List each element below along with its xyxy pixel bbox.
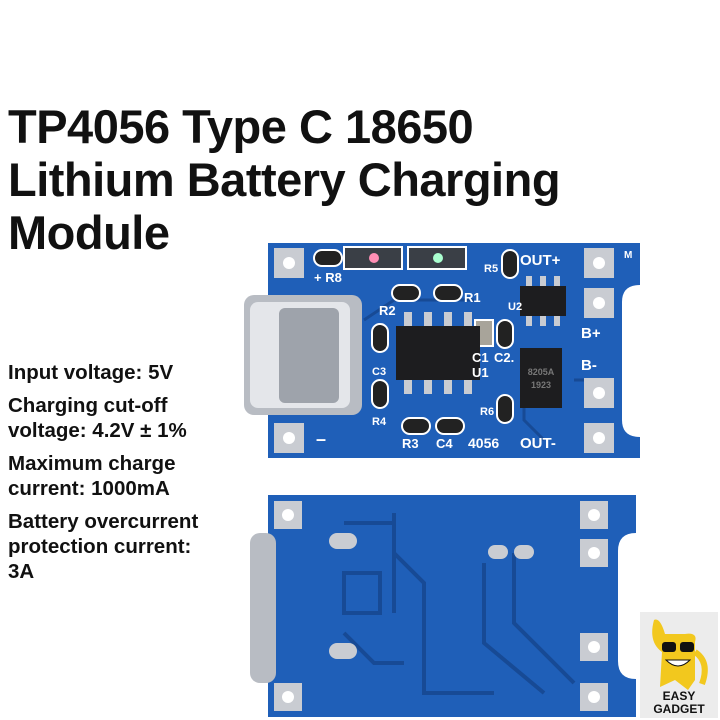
label-r4: R4 [372, 416, 387, 428]
label-b-minus: B- [581, 357, 597, 374]
label-c4: C4 [436, 436, 453, 451]
label-r2: R2 [379, 303, 396, 318]
label-c3: C3 [372, 366, 386, 378]
spec-input-voltage: Input voltage: 5V [8, 361, 174, 384]
chip-marking-2: 1923 [531, 380, 551, 390]
label-c1: C1 [472, 350, 489, 365]
tp4056-chip [396, 312, 480, 394]
title-line-2: Lithium Battery Charging [8, 153, 561, 206]
label-minus: – [316, 429, 326, 449]
label-r5: R5 [484, 263, 498, 275]
title-line-3: Module [8, 206, 170, 259]
label-model-4056: 4056 [468, 435, 499, 451]
chip-marking-1: 8205A [528, 367, 555, 377]
label-r6: R6 [480, 406, 494, 418]
led-indicators [343, 246, 467, 270]
label-out-minus: OUT- [520, 435, 556, 452]
u2-chip [520, 276, 566, 326]
pcb-front-image: 8205A 1923 + R8 R5 OUT+ R1 R2 U2 B+ C3 C… [244, 243, 640, 458]
product-title: TP4056 Type C 18650 Lithium Battery Char… [8, 100, 561, 259]
label-b-plus: B+ [581, 325, 601, 342]
spec-list: Input voltage: 5V Charging cut-off volta… [8, 360, 198, 592]
label-r1: R1 [464, 290, 481, 305]
label-u2: U2 [508, 301, 522, 313]
spec-protection-current: Battery overcurrent protection current: … [8, 510, 199, 583]
logo-text: EASY GADGET [653, 689, 705, 716]
usb-c-connector [244, 295, 362, 415]
spec-cutoff-voltage: Charging cut-off voltage: 4.2V ± 1% [8, 394, 187, 442]
title-line-1: TP4056 Type C 18650 [8, 100, 474, 153]
label-out-plus: OUT+ [520, 252, 561, 269]
label-c2: C2. [494, 350, 514, 365]
spec-charge-current: Maximum charge current: 1000mA [8, 452, 176, 500]
label-r8: + R8 [314, 270, 342, 285]
usb-c-connector-back [250, 533, 276, 683]
label-u1: U1 [472, 365, 489, 380]
mascot-icon [652, 619, 708, 690]
pcb-back-image [250, 495, 636, 717]
label-m: M [624, 250, 632, 261]
easy-gadget-logo: EASY GADGET [640, 612, 718, 718]
protection-ic-8205a: 8205A 1923 [520, 348, 562, 408]
label-r3: R3 [402, 436, 419, 451]
